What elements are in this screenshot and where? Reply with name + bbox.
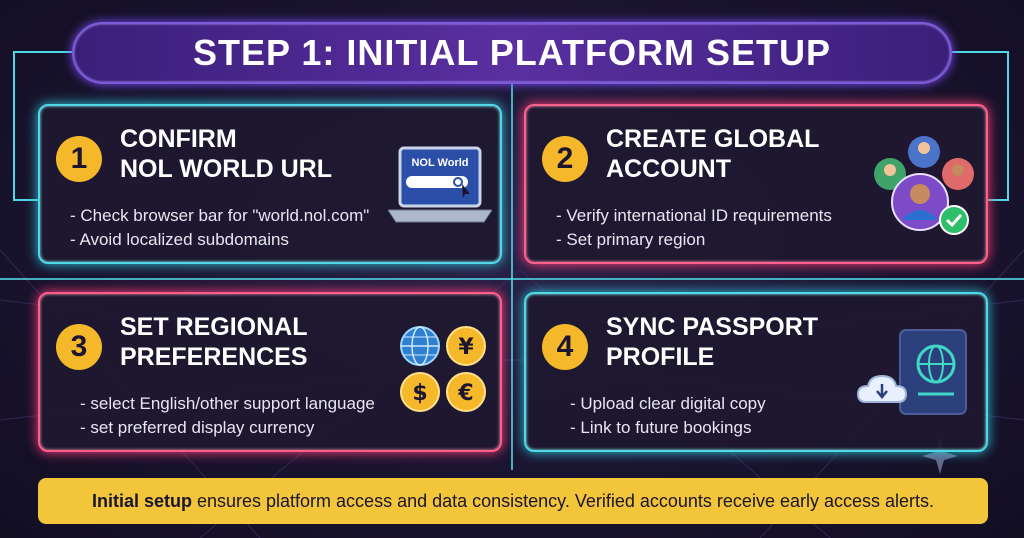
globe-currency-icons: ¥ $ € [400, 326, 486, 412]
step-title: SYNC PASSPORT PROFILE [606, 313, 819, 371]
step-bullets: - Check browser bar for "world.nol.com" … [70, 204, 369, 252]
step-card-create-account: 2 CREATE GLOBAL ACCOUNT - Verify interna… [524, 104, 988, 264]
step-number-badge: 1 [56, 136, 102, 182]
dollar-icon: $ [400, 372, 440, 412]
bullet-item: - set preferred display currency [80, 418, 315, 437]
sparkle-icon [922, 438, 958, 474]
footer-body-text: ensures platform access and data consist… [191, 490, 935, 511]
step-number-badge: 2 [542, 136, 588, 182]
step-card-confirm-url: 1 CONFIRM NOL WORLD URL - Check browser … [38, 104, 502, 264]
footer-note: Initial setup ensures platform access an… [38, 478, 988, 524]
step-title: CONFIRM NOL WORLD URL [120, 125, 333, 183]
step-bullets: - Verify international ID requirements -… [556, 204, 832, 252]
bullet-item: - Set primary region [556, 230, 706, 249]
bullet-item: - Upload clear digital copy [570, 394, 766, 413]
step-number-badge: 4 [542, 324, 588, 370]
step-bullets: - Upload clear digital copy - Link to fu… [570, 392, 766, 440]
svg-text:¥: ¥ [458, 335, 474, 360]
laptop-browser-icon: NOL World [388, 146, 492, 223]
page-title: STEP 1: INITIAL PLATFORM SETUP [192, 32, 832, 73]
footer-bold-text: Initial setup [91, 490, 192, 511]
step-bullets: - select English/other support language … [80, 392, 375, 440]
bullet-item: - select English/other support language [80, 394, 375, 413]
cloud-download-icon [856, 374, 908, 403]
svg-text:$: $ [412, 381, 427, 406]
users-group-icon [874, 136, 974, 235]
yen-icon: ¥ [446, 326, 486, 366]
footer-text: Initial setup ensures platform access an… [92, 491, 934, 512]
bullet-item: - Verify international ID requirements [556, 206, 832, 225]
step-card-regional-preferences: 3 SET REGIONAL PREFERENCES - select Engl… [38, 292, 502, 452]
step-card-passport-profile: 4 SYNC PASSPORT PROFILE - Upload clear d… [524, 292, 988, 452]
bullet-item: - Check browser bar for "world.nol.com" [70, 206, 370, 225]
svg-text:€: € [457, 381, 473, 406]
step-title: SET REGIONAL PREFERENCES [120, 313, 308, 371]
header-banner: STEP 1: INITIAL PLATFORM SETUP [72, 22, 952, 84]
passport-cloud-icon [856, 329, 967, 415]
bullet-item: - Avoid localized subdomains [70, 230, 289, 249]
step-number-badge: 3 [56, 324, 102, 370]
step-title: CREATE GLOBAL ACCOUNT [606, 125, 820, 183]
laptop-screen-text: NOL World [411, 157, 468, 169]
bullet-item: - Link to future bookings [570, 418, 752, 437]
euro-icon: € [446, 372, 486, 412]
globe-icon [400, 326, 440, 366]
